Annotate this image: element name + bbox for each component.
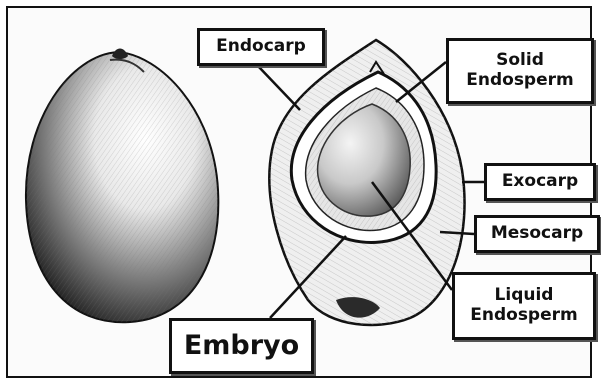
label-liquid-endosperm-line1: Liquid xyxy=(495,286,554,306)
label-embryo: Embryo xyxy=(169,318,314,374)
label-mesocarp-text: Mesocarp xyxy=(491,224,583,244)
whole-coconut xyxy=(26,49,218,323)
label-solid-endosperm-line1: Solid xyxy=(496,51,544,71)
coconut-cross-section xyxy=(269,40,464,325)
leader-endocarp xyxy=(258,66,300,110)
label-endocarp: Endocarp xyxy=(197,28,325,66)
label-embryo-text: Embryo xyxy=(184,330,299,361)
label-exocarp: Exocarp xyxy=(484,163,596,201)
label-liquid-endosperm: Liquid Endosperm xyxy=(452,272,596,340)
label-mesocarp: Mesocarp xyxy=(474,215,600,253)
label-exocarp-text: Exocarp xyxy=(502,172,578,192)
label-solid-endosperm: Solid Endosperm xyxy=(446,38,594,104)
label-solid-endosperm-line2: Endosperm xyxy=(466,71,573,91)
label-liquid-endosperm-line2: Endosperm xyxy=(470,306,577,326)
label-endocarp-text: Endocarp xyxy=(216,37,306,57)
